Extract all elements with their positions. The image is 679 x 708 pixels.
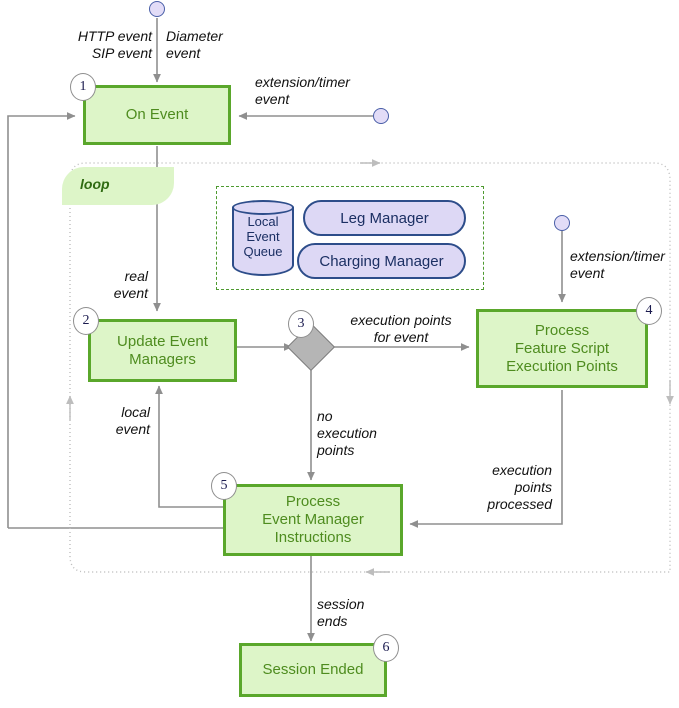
edge-label-local-event: local event [115, 404, 150, 437]
node-process-feature-script-execution-points-label: Process Feature Script Execution Points [506, 321, 618, 375]
node-session-ended[interactable]: Session Ended [239, 643, 387, 697]
node-badge-4: 4 [636, 297, 662, 325]
edge-label-http-sip: HTTP event SIP event [77, 28, 152, 61]
node-badge-1: 1 [70, 73, 96, 101]
event-managers-group [216, 186, 484, 290]
edge-label-extension-timer-top: extension/timer event [255, 74, 350, 107]
node-session-ended-label: Session Ended [262, 661, 364, 678]
node-badge-5: 5 [211, 472, 237, 500]
node-update-event-managers[interactable]: Update Event Managers [88, 319, 237, 382]
edge-label-execution-points-for-event: execution points for event [350, 312, 452, 345]
node-badge-3: 3 [288, 310, 314, 338]
edge-label-real-event: real event [113, 268, 148, 301]
local-event-queue-label: Local Event Queue [243, 214, 283, 259]
node-on-event[interactable]: On Event [83, 85, 231, 145]
edge-label-session-ends: session ends [317, 596, 365, 629]
node-badge-2: 2 [73, 307, 99, 335]
start-node-extension-timer-right [554, 215, 570, 231]
edge-label-execution-points-processed: execution points processed [487, 462, 552, 512]
loop-label-text: loop [80, 176, 110, 192]
leg-manager-label: Leg Manager [340, 209, 429, 227]
charging-manager-label: Charging Manager [319, 252, 444, 270]
node-process-event-manager-instructions[interactable]: Process Event Manager Instructions [223, 484, 403, 556]
leg-manager-node[interactable]: Leg Manager [303, 200, 466, 236]
node-process-feature-script-execution-points[interactable]: Process Feature Script Execution Points [476, 309, 648, 388]
node-on-event-label: On Event [125, 106, 189, 123]
local-event-queue-cylinder: Local Event Queue [232, 200, 294, 276]
loop-frame-label: loop [62, 167, 174, 205]
edge-label-extension-timer-right: extension/timer event [570, 248, 665, 281]
node-process-event-manager-instructions-label: Process Event Manager Instructions [262, 493, 364, 546]
charging-manager-node[interactable]: Charging Manager [297, 243, 466, 279]
node-badge-6: 6 [373, 634, 399, 662]
cylinder-body [232, 207, 294, 276]
cylinder-top [232, 200, 294, 215]
node-update-event-managers-label: Update Event Managers [117, 332, 208, 368]
edge-label-no-execution-points: no execution points [317, 408, 377, 458]
start-node-extension-timer-top [373, 108, 389, 124]
start-node-diameter [149, 1, 165, 17]
edge-label-diameter: Diameter event [166, 28, 223, 61]
